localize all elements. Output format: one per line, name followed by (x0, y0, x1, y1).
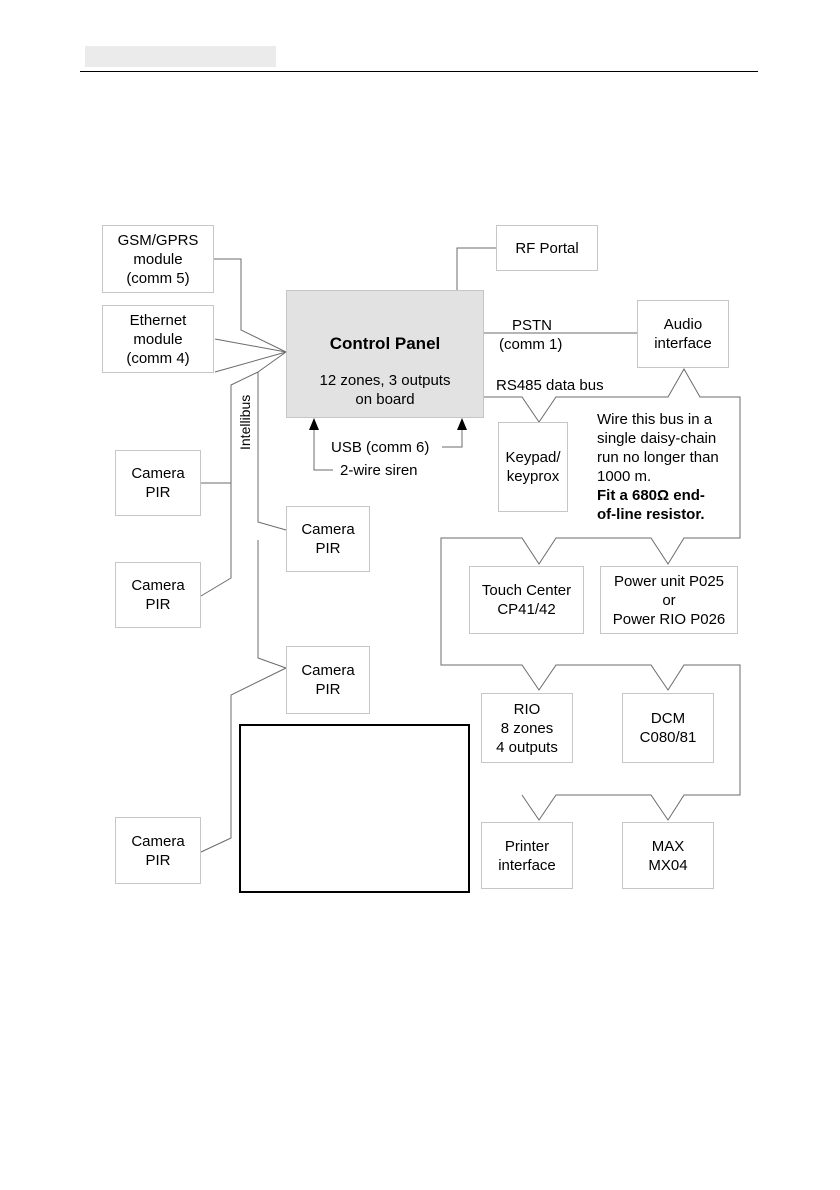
ethernet-line3: (comm 4) (126, 349, 190, 367)
touch-center-line2: CP41/42 (497, 601, 556, 618)
note-line1: Wire this bus in a (597, 411, 713, 428)
camera-line2: PIR (315, 681, 341, 698)
intellibus-label: Intellibus (237, 394, 253, 450)
camera-line2: PIR (315, 540, 341, 557)
siren-label: 2-wire siren (340, 462, 418, 479)
ethernet-line2: module (133, 330, 183, 348)
wire-siren (313, 422, 333, 471)
rs485-label: RS485 data bus (496, 377, 604, 394)
gsm-line3: (comm 5) (126, 269, 190, 287)
touch-center-line1: Touch Center (481, 582, 572, 599)
audio-interface-box: Audio interface (637, 300, 729, 368)
note-line4: 1000 m. (597, 468, 652, 485)
control-panel-subtitle-line2: on board (355, 391, 415, 408)
control-panel-subtitle: 12 zones, 3 outputs on board (287, 371, 483, 409)
wire-gsm (213, 258, 287, 353)
wire-intellibus-4 (200, 483, 232, 597)
printer-line1: Printer (504, 837, 550, 855)
wiring-note: Wire this bus in a single daisy-chain ru… (597, 410, 747, 524)
header-rule (80, 71, 758, 72)
note-line2: single daisy-chain (597, 430, 717, 447)
gsm-module-box: GSM/GPRS module (comm 5) (102, 225, 214, 293)
rio-line2: 8 zones (500, 719, 554, 737)
wire-rs485 (440, 367, 741, 821)
wire-usb (442, 422, 463, 448)
blank-framed-box (239, 724, 470, 893)
wire-intellibus-top (214, 351, 287, 373)
control-panel-title: Control Panel (329, 334, 441, 353)
wire-intellibus-2 (257, 540, 287, 669)
keypad-box: Keypad/ keyprox (498, 422, 568, 512)
note-line5: Fit a 680Ω end- (597, 487, 705, 504)
usb-label: USB (comm 6) (331, 439, 430, 456)
usb-arrowhead (457, 418, 467, 430)
rf-portal-box: RF Portal (496, 225, 598, 271)
keypad-line1: Keypad/ (505, 449, 561, 466)
siren-arrowhead (309, 418, 319, 430)
printer-line2: interface (498, 856, 556, 874)
wire-rf (456, 247, 496, 290)
audio-line1: Audio (663, 316, 703, 333)
note-line3: run no longer than (597, 449, 719, 466)
gsm-line1: GSM/GPRS (117, 231, 199, 249)
dcm-line2: C080/81 (639, 729, 697, 746)
rf-portal-label: RF Portal (515, 239, 579, 257)
gsm-line2: module (133, 250, 183, 268)
audio-line2: interface (654, 335, 712, 352)
camera-line1: Camera (131, 832, 185, 850)
dcm-line1: DCM (650, 710, 686, 727)
dcm-box: DCM C080/81 (622, 693, 714, 763)
camera-line1: Camera (131, 465, 185, 482)
camera-line2: PIR (145, 484, 171, 501)
power-unit-line1: Power unit P025 (613, 572, 725, 590)
camera-line2: PIR (145, 851, 171, 869)
keypad-line2: keyprox (506, 468, 560, 485)
camera-line1: Camera (301, 521, 355, 538)
control-panel-box: Control Panel 12 zones, 3 outputs on boa… (286, 290, 484, 418)
wire-intellibus (257, 372, 287, 531)
note-line6: of-line resistor. (597, 506, 705, 523)
max-line1: MAX (651, 837, 685, 855)
power-unit-line3: Power RIO P026 (612, 610, 726, 628)
rio-line1: RIO (513, 700, 541, 718)
camera-line1: Camera (131, 577, 185, 594)
camera-line1: Camera (301, 662, 355, 679)
rio-line3: 4 outputs (496, 738, 558, 756)
pstn-label: PSTN (512, 317, 553, 334)
pstn-comm-label: (comm 1) (499, 336, 563, 353)
header-bar (85, 46, 276, 67)
ethernet-module-box: Ethernet module (comm 4) (102, 305, 214, 373)
camera-line2: PIR (145, 596, 171, 613)
wire-ethernet (214, 338, 287, 353)
max-line2: MX04 (648, 856, 688, 874)
control-panel-subtitle-line1: 12 zones, 3 outputs (319, 372, 451, 389)
wire-intellibus-5 (200, 667, 287, 853)
power-unit-line2: or (662, 591, 676, 609)
ethernet-line1: Ethernet (129, 311, 187, 329)
